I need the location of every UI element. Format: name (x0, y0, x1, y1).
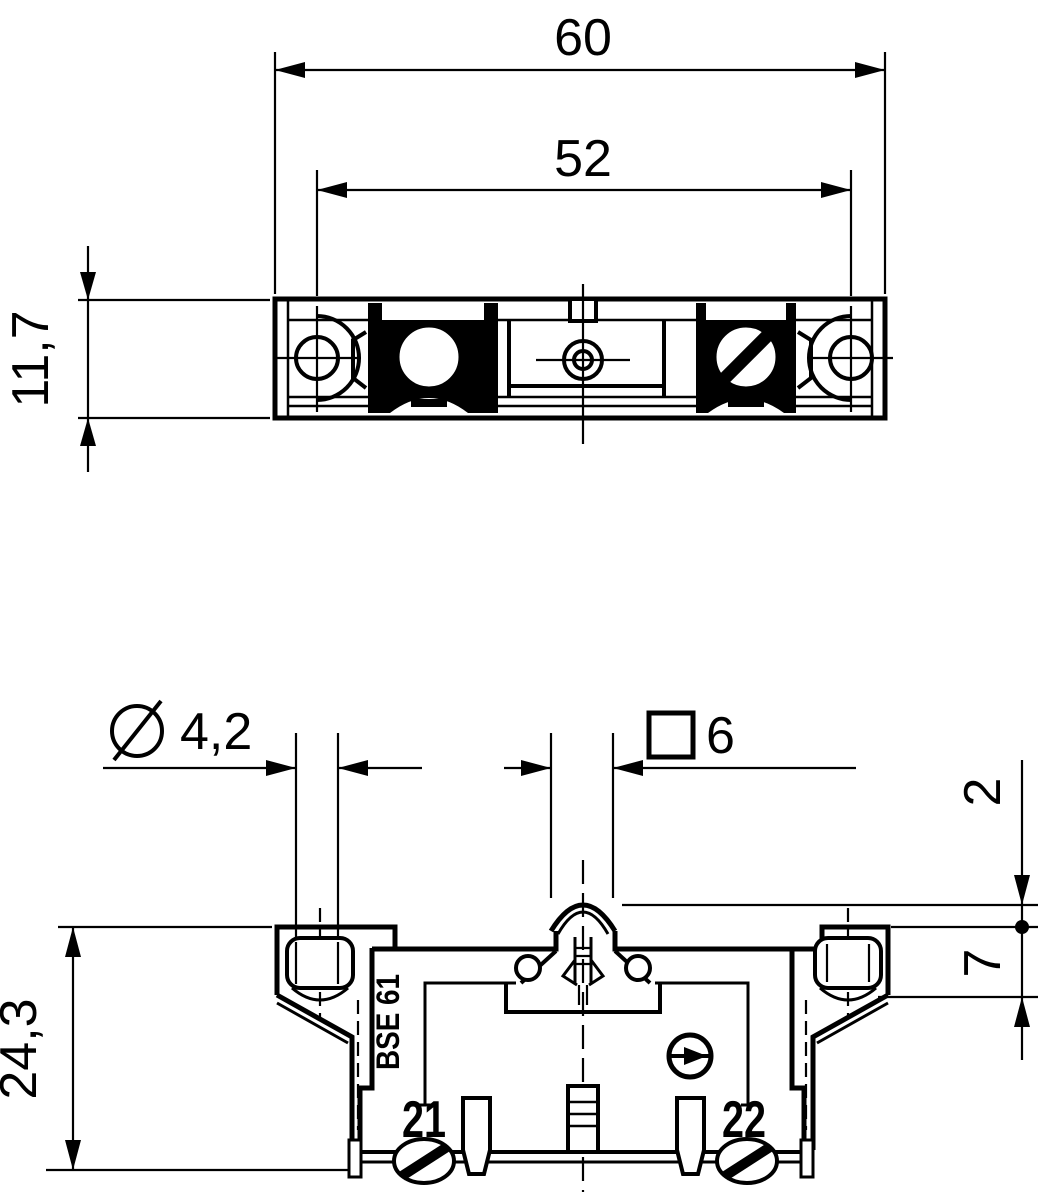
arrow-up-icon (80, 418, 96, 446)
dim-overall-height: 24,3 (0, 925, 352, 1172)
top-view-part (272, 284, 893, 444)
plunger (548, 902, 618, 1005)
dim-hole-spacing-label: 52 (554, 130, 612, 188)
front-view: 4,2 6 2 7 (0, 699, 1038, 1192)
terminal-post-right (675, 1096, 706, 1176)
dim-overall-height-label: 24,3 (0, 998, 48, 1099)
dim-plunger-square-label: 6 (706, 707, 735, 765)
dim-plunger-protrusion-label: 2 (954, 778, 1012, 807)
screw-slot-icon (399, 1142, 450, 1181)
arrow-down-icon (1014, 875, 1030, 905)
diameter-symbol-icon (110, 699, 164, 762)
dim-plunger-protrusion: 2 (622, 760, 1038, 934)
front-view-part: BSE 61 21 22 (274, 860, 891, 1192)
terminal-22-label: 22 (722, 1091, 766, 1149)
dim-overall-width-label: 60 (554, 9, 612, 67)
arrow-right-icon (821, 182, 851, 198)
screw-slot-icon (722, 1142, 773, 1181)
dim-hole-diameter: 4,2 (103, 699, 422, 986)
arrow-up-icon (1014, 997, 1030, 1027)
arrow-left-icon (613, 760, 643, 776)
dim-height: 11,7 (2, 246, 270, 472)
arrow-right-icon (266, 760, 296, 776)
eyelet-left (514, 954, 542, 982)
arrow-down-icon (80, 272, 96, 300)
terminal-21-label: 21 (402, 1091, 446, 1149)
arrow-up-icon (65, 927, 81, 957)
arrow-down-icon (65, 1140, 81, 1170)
arrow-right-icon (521, 760, 551, 776)
model-label: BSE 61 (370, 974, 406, 1070)
dim-flange-thickness-label: 7 (954, 949, 1012, 978)
arrow-left-icon (275, 62, 305, 78)
screw-slot-icon (719, 330, 773, 384)
arrow-right-icon (855, 62, 885, 78)
terminal-block-right (696, 303, 813, 413)
dim-hole-diameter-label: 4,2 (180, 703, 252, 761)
square-symbol-icon (646, 710, 696, 760)
dim-height-label: 11,7 (2, 310, 60, 407)
foot-left (347, 1138, 363, 1179)
terminal-screw-bottom-right (715, 1137, 779, 1185)
mounting-ear-right (813, 936, 883, 1002)
center-hole (536, 284, 630, 444)
contact-bracket (418, 949, 755, 1107)
arrow-left-icon (338, 760, 368, 776)
plunger-guide (566, 1084, 600, 1154)
arrow-left-icon (317, 182, 347, 198)
housing-outline (274, 924, 891, 1152)
dim-overall-width: 60 (273, 9, 887, 294)
mounting-hole-left (276, 306, 361, 412)
mounting-ear-left (285, 936, 355, 1002)
terminal-post-left (461, 1096, 492, 1176)
foot-right (799, 1138, 815, 1179)
top-view: 60 52 11,7 (2, 9, 893, 472)
dim-flange-thickness: 7 (878, 927, 1038, 1060)
mounting-hole-right (807, 306, 893, 412)
terminal-screw-bottom-left (392, 1137, 456, 1185)
direction-arrow-icon (666, 1032, 714, 1080)
eyelet-right (624, 954, 652, 982)
terminal-block-left (351, 303, 498, 413)
dim-plunger-square: 6 (504, 707, 856, 898)
terminal-screw-left (394, 322, 464, 392)
dim-hole-spacing: 52 (315, 130, 853, 296)
